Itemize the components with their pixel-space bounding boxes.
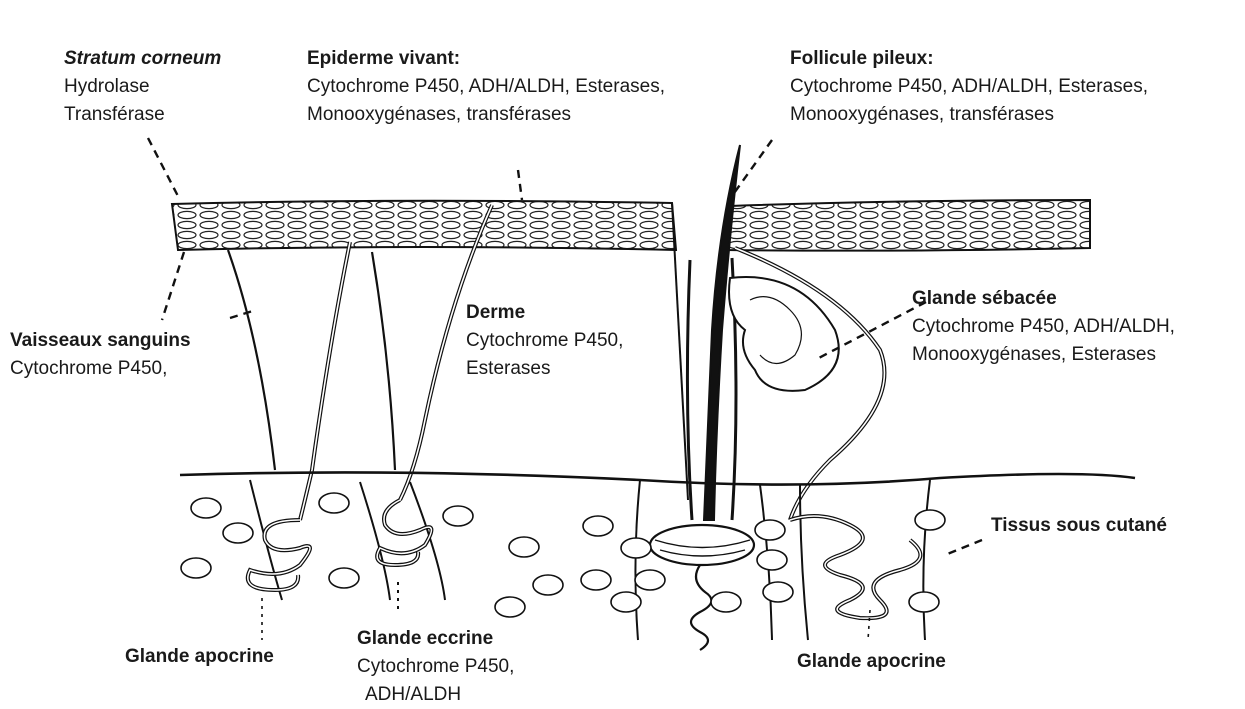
label-tissus-sous-cutane-title: Tissus sous cutané [991, 512, 1167, 540]
dermis-boundary [180, 472, 1135, 484]
label-tissus-sous-cutane: Tissus sous cutané [991, 512, 1167, 540]
apocrine-coil-left [248, 520, 310, 590]
label-follicule-pileux-line-1: Cytochrome P450, ADH/ALDH, Esterases, [790, 73, 1148, 101]
follicle-bulb [650, 525, 754, 565]
label-glande-sebacee-line-1: Cytochrome P450, ADH/ALDH, [912, 313, 1175, 341]
blood-vessel-middle [372, 252, 395, 470]
label-follicule-pileux-line-2: Monooxygénases, transférases [790, 101, 1148, 129]
label-glande-apocrine-left-title: Glande apocrine [125, 643, 274, 671]
label-epiderme-vivant: Epiderme vivant: Cytochrome P450, ADH/AL… [307, 45, 665, 129]
apocrine-coil-right [790, 516, 920, 618]
label-epiderme-vivant-line-2: Monooxygénases, transférases [307, 101, 665, 129]
label-follicule-pileux: Follicule pileux: Cytochrome P450, ADH/A… [790, 45, 1148, 129]
eccrine-coil [377, 500, 431, 565]
label-glande-eccrine: Glande eccrine Cytochrome P450, ADH/ALDH [357, 625, 514, 709]
label-stratum-corneum: Stratum corneum Hydrolase Transférase [64, 45, 221, 129]
label-derme-line-2: Esterases [466, 355, 623, 383]
follicle-root [691, 565, 711, 650]
label-vaisseaux-sanguins-title: Vaisseaux sanguins [10, 327, 191, 355]
epidermis-right [726, 200, 1090, 251]
label-glande-eccrine-line-2: ADH/ALDH [357, 681, 514, 709]
blood-vessel-left [228, 250, 275, 470]
label-epiderme-vivant-title: Epiderme vivant: [307, 45, 665, 73]
epidermis-left [172, 201, 676, 250]
label-stratum-corneum-title: Stratum corneum [64, 45, 221, 73]
label-follicule-pileux-title: Follicule pileux: [790, 45, 1148, 73]
label-derme-line-1: Cytochrome P450, [466, 327, 623, 355]
fat-cells [181, 493, 945, 617]
label-stratum-corneum-line-2: Transférase [64, 101, 221, 129]
label-glande-apocrine-right: Glande apocrine [797, 648, 946, 676]
label-glande-eccrine-line-1: Cytochrome P450, [357, 653, 514, 681]
label-glande-sebacee: Glande sébacée Cytochrome P450, ADH/ALDH… [912, 285, 1175, 369]
label-vaisseaux-sanguins-line-1: Cytochrome P450, [10, 355, 191, 383]
label-vaisseaux-sanguins: Vaisseaux sanguins Cytochrome P450, [10, 327, 191, 383]
label-derme: Derme Cytochrome P450, Esterases [466, 299, 623, 383]
label-glande-apocrine-right-title: Glande apocrine [797, 648, 946, 676]
label-glande-apocrine-left: Glande apocrine [125, 643, 274, 671]
label-stratum-corneum-line-1: Hydrolase [64, 73, 221, 101]
label-epiderme-vivant-line-1: Cytochrome P450, ADH/ALDH, Esterases, [307, 73, 665, 101]
label-glande-sebacee-line-2: Monooxygénases, Esterases [912, 341, 1175, 369]
label-derme-title: Derme [466, 299, 623, 327]
label-glande-eccrine-title: Glande eccrine [357, 625, 514, 653]
label-glande-sebacee-title: Glande sébacée [912, 285, 1175, 313]
